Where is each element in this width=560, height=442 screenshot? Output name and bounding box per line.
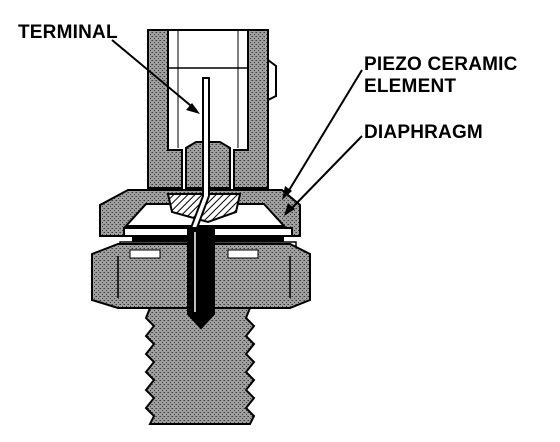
leader-lines <box>111 39 363 216</box>
connector-housing <box>147 29 277 189</box>
terminal-pin <box>189 77 210 229</box>
piezo-ceramic-label-line2: ELEMENT <box>364 76 456 97</box>
terminal-label: TERMINAL <box>18 22 118 43</box>
center-bolt <box>187 227 215 330</box>
threaded-stud <box>144 307 256 425</box>
diaphragm-label: DIAPHRAGM <box>364 122 483 143</box>
piezo-ceramic-label-line1: PIEZO CERAMIC <box>364 54 518 75</box>
